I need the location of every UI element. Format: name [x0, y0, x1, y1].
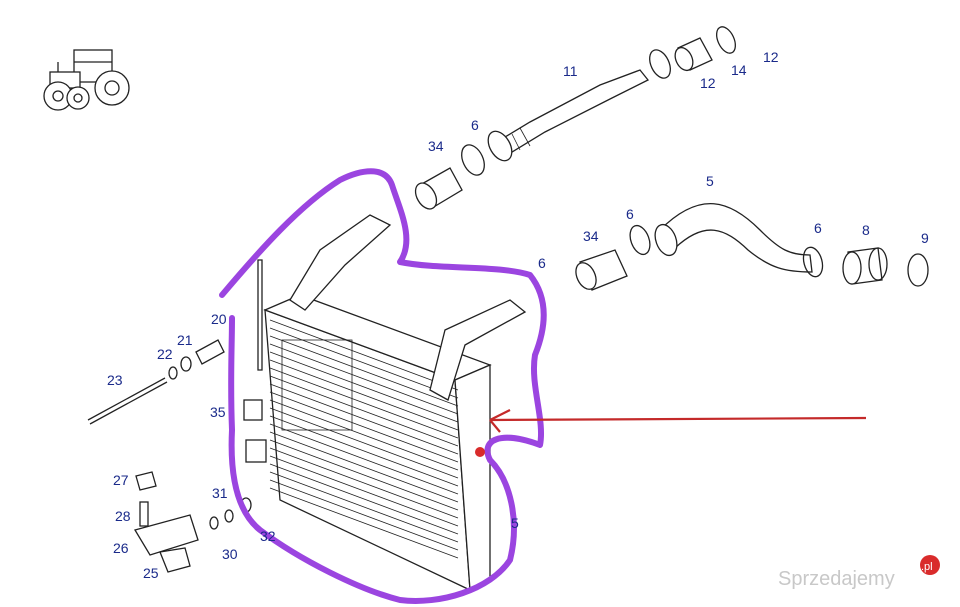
sleeve-34-upper	[414, 167, 463, 210]
washer-21	[180, 356, 192, 372]
part-label-6: 6	[471, 117, 479, 133]
part-label-26: 26	[113, 540, 129, 556]
part-label-22: 22	[157, 346, 173, 362]
fin-line	[269, 351, 459, 423]
part-label-11: 11	[563, 63, 578, 79]
part-label-6: 6	[626, 206, 634, 222]
washer-22	[168, 366, 178, 380]
fin-line	[269, 359, 459, 431]
watermark-badge-circle	[920, 555, 940, 575]
coupling-8	[842, 247, 888, 285]
fin-line	[269, 463, 459, 535]
part-label-34: 34	[583, 228, 599, 244]
bolt-23	[87, 377, 168, 425]
stud-28	[139, 501, 149, 527]
part-label-30: 30	[222, 546, 238, 562]
part-label-9: 9	[921, 230, 929, 246]
fin-line	[269, 487, 459, 559]
part-label-5: 5	[706, 173, 714, 189]
clamp-6-lower-left	[629, 224, 651, 256]
fin-line	[269, 479, 459, 551]
fin-line	[269, 431, 459, 503]
clamp-12-right	[715, 26, 737, 54]
fin-line	[269, 335, 459, 407]
fin-line	[269, 455, 459, 527]
fin-line	[269, 447, 459, 519]
fin-line	[269, 439, 459, 511]
watermark-badge: .pl	[921, 561, 933, 573]
part-label-20: 20	[211, 311, 227, 327]
clamp-12-left	[649, 49, 671, 79]
fin-line	[269, 407, 459, 479]
nut-30	[209, 516, 219, 530]
fin-line	[269, 399, 459, 471]
part-label-6: 6	[538, 255, 546, 271]
fin-line	[269, 367, 459, 439]
fin-line	[269, 415, 459, 487]
highlight-outline	[219, 168, 547, 604]
part-label-25: 25	[143, 565, 159, 581]
fin-line	[269, 471, 459, 543]
part-label-12: 12	[763, 49, 779, 65]
cooler-fins	[269, 319, 459, 559]
watermark-text: Sprzedajemy	[778, 568, 895, 590]
part-label-34: 34	[428, 138, 444, 154]
part-label-32: 32	[260, 528, 276, 544]
upper-intake-hose	[487, 69, 650, 162]
fin-line	[269, 343, 459, 415]
sleeve-14	[674, 37, 713, 72]
pointer-arrow	[489, 409, 867, 433]
mount-27	[135, 471, 157, 491]
clamp-9	[907, 253, 929, 287]
part-label-14: 14	[731, 62, 747, 78]
sleeve-34-lower	[575, 249, 628, 291]
fitting-35	[243, 399, 267, 463]
red-marker	[475, 447, 485, 457]
part-label-6: 6	[814, 220, 822, 236]
clamp-6-upper	[461, 144, 485, 176]
part-label-28: 28	[115, 508, 131, 524]
bracket-26	[134, 514, 199, 556]
part-label-35: 35	[210, 404, 226, 420]
fin-line	[269, 423, 459, 495]
fin-line	[269, 375, 459, 447]
washer-31	[224, 509, 234, 523]
fin-line	[269, 383, 459, 455]
lower-outlet-hose	[654, 203, 813, 273]
part-label-23: 23	[107, 372, 123, 388]
tractor-icon	[43, 49, 130, 111]
clip-25	[159, 547, 191, 573]
part-label-21: 21	[177, 332, 193, 348]
fin-line	[269, 319, 459, 391]
part-label-8: 8	[862, 222, 870, 238]
part-label-31: 31	[212, 485, 228, 501]
part-label-12: 12	[700, 75, 716, 91]
sleeve-20	[195, 339, 225, 365]
part-label-27: 27	[113, 472, 129, 488]
fin-line	[269, 391, 459, 463]
clamp-6-lower-right	[802, 246, 824, 278]
intercooler	[257, 214, 527, 592]
part-label-5: 5	[511, 515, 519, 531]
